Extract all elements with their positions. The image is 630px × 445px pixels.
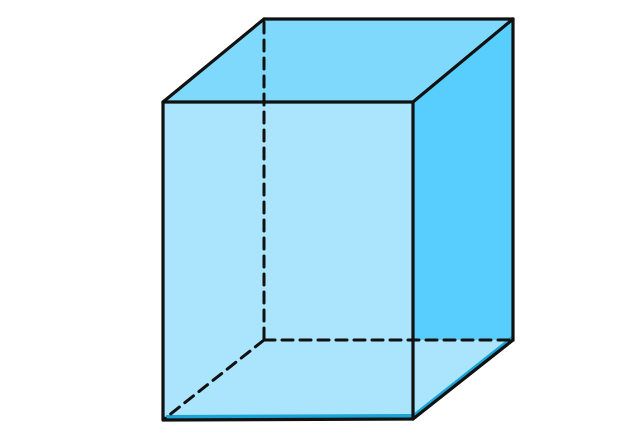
edge-bottom-right-depth <box>411 338 515 421</box>
hidden-edges <box>161 20 515 422</box>
visible-edges <box>161 17 515 422</box>
front-face <box>163 102 413 420</box>
top-face <box>163 19 513 102</box>
edge-top-right-depth <box>411 17 515 104</box>
edge-top-left-depth <box>161 17 266 104</box>
faces <box>163 19 513 420</box>
right-face <box>413 19 513 419</box>
hidden-edge-bottom-depth <box>161 338 266 422</box>
